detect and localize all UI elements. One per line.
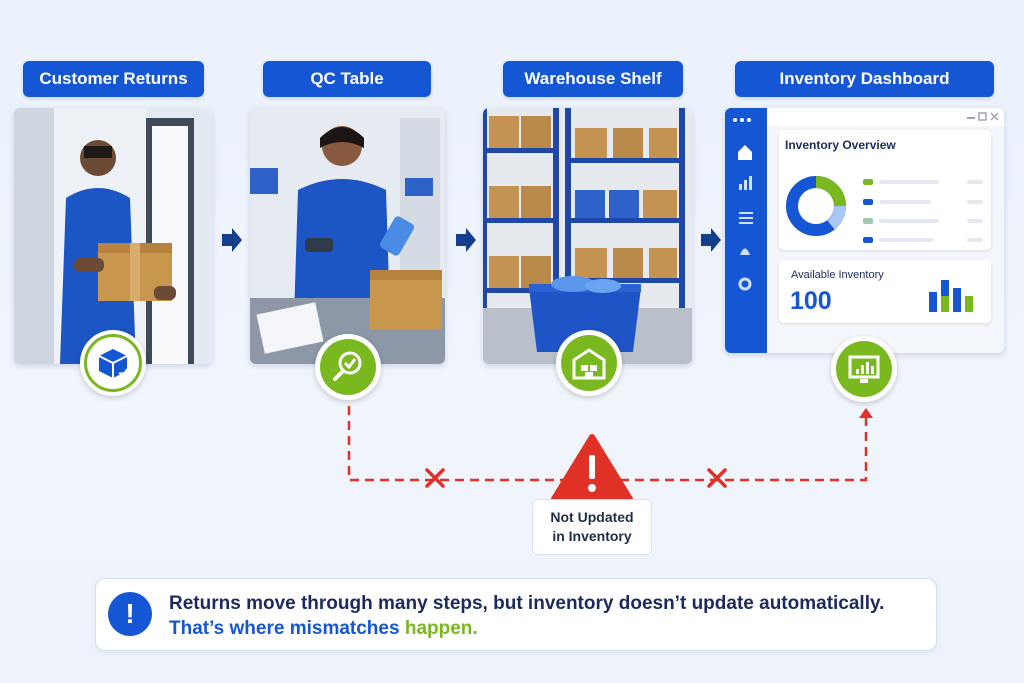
dashboard-sidebar [725, 108, 767, 353]
cross-icon [709, 470, 725, 486]
summary-line-2a: That’s where mismatches [169, 618, 400, 639]
home-icon [738, 145, 752, 160]
available-inventory-label: Available Inventory [791, 269, 884, 281]
customer-returns-badge [80, 330, 146, 396]
stage-label-inventory-dashboard: Inventory Dashboard [735, 61, 994, 97]
stage-label-qc-table: QC Table [263, 61, 431, 97]
stage-label-text: Inventory Dashboard [779, 69, 949, 89]
not-updated-note: Not Updated in Inventory [532, 499, 652, 555]
magnifier-check-icon [320, 339, 376, 395]
customer-returns-scene [14, 108, 212, 364]
stage-label-warehouse-shelf: Warehouse Shelf [503, 61, 683, 97]
stage-label-customer-returns: Customer Returns [23, 61, 204, 97]
qc-table-illustration [250, 108, 445, 364]
summary-line-2b: happen. [405, 618, 478, 639]
arrow-right-icon [218, 226, 244, 254]
stage-label-text: QC Table [310, 69, 383, 89]
dashboard-titlebar [767, 108, 1004, 126]
inventory-dashboard-window: Inventory Overview Available Inventory 1… [725, 108, 1004, 353]
inventory-overview-card: Inventory Overview [779, 130, 991, 250]
summary-callout: ! Returns move through many steps, but i… [95, 578, 937, 651]
note-line-1: Not Updated [550, 508, 633, 527]
warehouse-icon [561, 335, 617, 391]
broken-sync-path [340, 400, 880, 500]
warehouse-shelf-badge [556, 330, 622, 396]
monitor-chart-icon [836, 341, 892, 397]
overview-donut-chart [779, 130, 991, 250]
inventory-dashboard-badge [831, 336, 897, 402]
stage-label-text: Warehouse Shelf [524, 69, 661, 89]
available-inventory-value: 100 [790, 287, 832, 316]
customer-returns-illustration [14, 108, 212, 364]
available-inventory-card: Available Inventory 100 [779, 260, 991, 323]
warehouse-shelf-illustration [483, 108, 692, 364]
warehouse-shelf-scene [483, 108, 692, 364]
qc-table-scene [250, 108, 445, 364]
summary-line-2: That’s where mismatches happen. [169, 616, 884, 641]
available-inventory-bar-icon [925, 276, 985, 316]
summary-text: Returns move through many steps, but inv… [169, 591, 884, 641]
summary-line-1: Returns move through many steps, but inv… [169, 591, 884, 616]
cross-icon [427, 470, 443, 486]
dashboard-sidebar-icons [725, 108, 767, 353]
info-icon: ! [108, 592, 152, 636]
box-return-icon [84, 334, 142, 392]
warning-icon [554, 437, 630, 499]
qc-table-badge [315, 334, 381, 400]
note-line-2: in Inventory [552, 527, 631, 546]
arrow-right-icon [452, 226, 478, 254]
window-controls [767, 108, 1004, 126]
arrow-right-icon [697, 226, 723, 254]
stage-label-text: Customer Returns [39, 69, 187, 89]
